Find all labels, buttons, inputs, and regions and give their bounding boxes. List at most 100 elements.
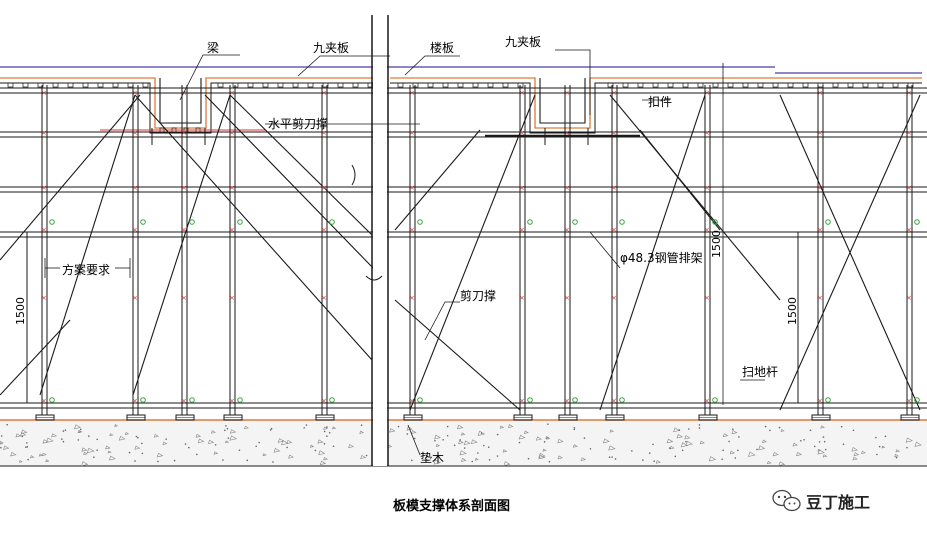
clamp-mark: × <box>181 184 187 192</box>
speckle-tri <box>503 461 511 467</box>
speckle-tri <box>580 457 587 461</box>
speckle-tri <box>853 452 860 457</box>
clamp-mark: × <box>906 129 912 137</box>
speckle-tri <box>699 440 705 445</box>
speckle-tri <box>602 438 610 444</box>
speckle <box>496 455 499 457</box>
speckle <box>809 429 812 432</box>
node-circle <box>527 397 533 403</box>
speckle <box>135 435 138 438</box>
clamp-mark: × <box>611 184 617 192</box>
purlin <box>82 82 89 88</box>
speckle <box>62 440 65 443</box>
speckle <box>26 442 28 444</box>
purlins <box>7 82 914 133</box>
speckle <box>818 441 821 443</box>
purlin <box>877 82 884 88</box>
purlin <box>7 82 14 88</box>
clamp-mark: × <box>229 184 235 192</box>
speckle-tri <box>822 454 828 458</box>
speckle <box>269 429 272 431</box>
clamp-mark: × <box>564 184 570 192</box>
speckle-tri <box>608 445 616 451</box>
speckle <box>608 456 611 459</box>
speckle-tri <box>41 452 47 457</box>
speckle <box>487 446 490 448</box>
clamp-mark: × <box>817 129 823 137</box>
node-circle <box>49 397 55 403</box>
speckle-tri <box>406 426 413 431</box>
dim-text-mid: 1500 <box>710 230 723 258</box>
label-plywood-right: 九夹板 <box>505 35 541 49</box>
speckle <box>227 437 230 439</box>
speckle <box>483 444 485 447</box>
label-scheme-requirement: 方案要求 <box>62 262 110 277</box>
speckle-tri <box>538 454 546 460</box>
caption: 板模支撑体系剖面图 <box>393 498 510 514</box>
clamp-mark: × <box>229 129 235 137</box>
clamp-mark: × <box>229 397 235 405</box>
purlin <box>322 82 329 88</box>
speckle-tri <box>46 437 54 443</box>
speckle <box>611 456 613 458</box>
speckle-tri <box>45 459 50 463</box>
speckle <box>823 440 826 443</box>
speckle <box>543 441 546 443</box>
clamp-mark: × <box>817 397 823 405</box>
clamp-mark: × <box>181 294 187 302</box>
speckle-tri <box>229 429 237 434</box>
ground <box>0 419 927 467</box>
clamp-mark: × <box>817 226 823 234</box>
speckle <box>737 449 739 452</box>
speckle-tri <box>708 456 717 462</box>
speckle-tri <box>729 450 735 455</box>
plywood-right <box>390 77 775 129</box>
speckle <box>0 435 3 437</box>
speckle <box>769 429 771 432</box>
speckle-tri <box>207 439 215 445</box>
speckle <box>875 436 877 439</box>
brace <box>609 94 781 301</box>
clamp-mark: × <box>519 226 525 234</box>
purlin <box>892 82 899 88</box>
ground-fill <box>0 420 927 466</box>
clamp-mark: × <box>229 226 235 234</box>
clamp-mark: × <box>519 397 525 405</box>
clamp-mark: × <box>409 397 415 405</box>
clamp-mark: × <box>132 89 138 97</box>
speckle-tri <box>895 449 901 453</box>
speckle-tri <box>153 434 159 438</box>
speckle <box>728 440 730 443</box>
speckle <box>906 446 908 449</box>
standards <box>41 85 913 415</box>
speckle <box>222 459 224 461</box>
clamp-mark: × <box>321 294 327 302</box>
speckle <box>668 447 671 449</box>
speckle <box>652 443 654 446</box>
node-circle <box>825 219 831 225</box>
speckle <box>698 427 701 429</box>
clamp-mark: × <box>132 129 138 137</box>
purlin <box>97 82 104 88</box>
speckle <box>631 450 633 452</box>
speckle <box>884 435 887 438</box>
purlin <box>307 82 314 88</box>
speckle <box>332 445 335 448</box>
clamp-mark: × <box>321 397 327 405</box>
section-break <box>351 15 389 466</box>
brace <box>779 94 921 411</box>
clamp-mark: × <box>41 129 47 137</box>
speckle-tri <box>772 451 779 457</box>
clamp-mark: × <box>41 184 47 192</box>
speckle <box>446 434 449 437</box>
clamp-mark: × <box>132 184 138 192</box>
purlin <box>397 82 404 88</box>
purlin <box>787 82 794 88</box>
speckle-tri <box>411 430 417 434</box>
purlin <box>667 82 674 88</box>
clamp-mark: × <box>906 89 912 97</box>
node-circle <box>619 397 625 403</box>
speckle-tri <box>20 432 27 437</box>
speckle <box>323 443 326 445</box>
speckle-tri <box>197 438 205 444</box>
